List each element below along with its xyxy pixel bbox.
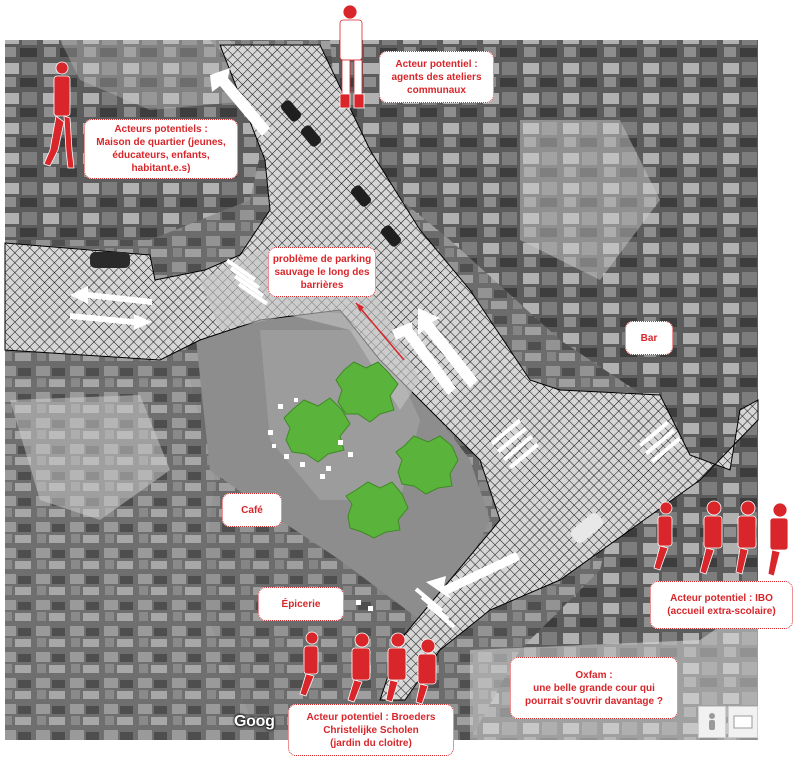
crosswalk-north xyxy=(225,258,269,306)
tree-icon xyxy=(283,361,459,539)
label-line: (jardin du cloitre) xyxy=(330,737,412,749)
label-maison-de-quartier: Acteurs potentiels : Maison de quartier … xyxy=(84,119,238,179)
label-line: pourrait s'ouvrir davantage ? xyxy=(525,695,663,707)
label-line: communaux xyxy=(407,84,466,96)
provider-logo: Goog xyxy=(234,713,275,730)
label-line: Café xyxy=(241,504,263,516)
fullscreen-icon-glyph xyxy=(733,715,753,729)
tree-decoration xyxy=(268,398,373,611)
label-ateliers-communaux: Acteur potentiel : agents des ateliers c… xyxy=(379,51,494,103)
label-parking-sauvage: problème de parking sauvage le long des … xyxy=(268,247,376,297)
label-epicerie: Épicerie xyxy=(258,587,344,621)
label-ibo: Acteur potentiel : IBO (accueil extra-sc… xyxy=(650,581,793,629)
parked-cars xyxy=(90,100,604,544)
label-oxfam: Oxfam : une belle grande cour qui pourra… xyxy=(510,657,678,719)
label-line: Bar xyxy=(640,332,658,344)
crosswalk-center xyxy=(490,418,540,470)
label-line: (accueil extra-scolaire) xyxy=(667,606,776,617)
parking-arrow-icon xyxy=(355,302,405,361)
label-line: problème de parking xyxy=(272,253,372,265)
pegman-icon[interactable] xyxy=(698,706,726,738)
label-line: Oxfam : xyxy=(575,669,613,681)
label-line: Acteurs potentiels : xyxy=(114,124,208,135)
label-line: barrières xyxy=(300,279,344,291)
crosswalk-east xyxy=(638,420,682,464)
label-line: Christelijke Scholen xyxy=(323,724,419,736)
label-line: agents des ateliers xyxy=(391,71,482,83)
label-bar: Bar xyxy=(625,321,673,355)
label-line: une belle grande cour qui xyxy=(533,682,655,694)
label-broeders: Acteur potentiel : Broeders Christelijke… xyxy=(288,704,454,756)
label-line: Maison de quartier (jeunes, xyxy=(96,137,226,148)
building-block-north-east xyxy=(330,40,758,400)
fullscreen-icon[interactable] xyxy=(728,706,758,738)
label-line: Acteur potentiel : xyxy=(395,58,478,70)
label-line: habitant.e.s) xyxy=(131,163,191,174)
label-line: Épicerie xyxy=(281,598,321,610)
label-line: Acteur potentiel : Broeders xyxy=(306,711,436,723)
person-figure-icon xyxy=(43,4,789,705)
crosswalk-south xyxy=(414,587,456,629)
pegman-icon-glyph xyxy=(709,713,715,730)
arrow-icon xyxy=(70,68,520,600)
label-cafe: Café xyxy=(222,493,282,527)
label-line: sauvage le long des xyxy=(274,266,370,278)
label-line: Acteur potentiel : IBO xyxy=(670,593,773,604)
label-line: éducateurs, enfants, xyxy=(112,150,210,161)
